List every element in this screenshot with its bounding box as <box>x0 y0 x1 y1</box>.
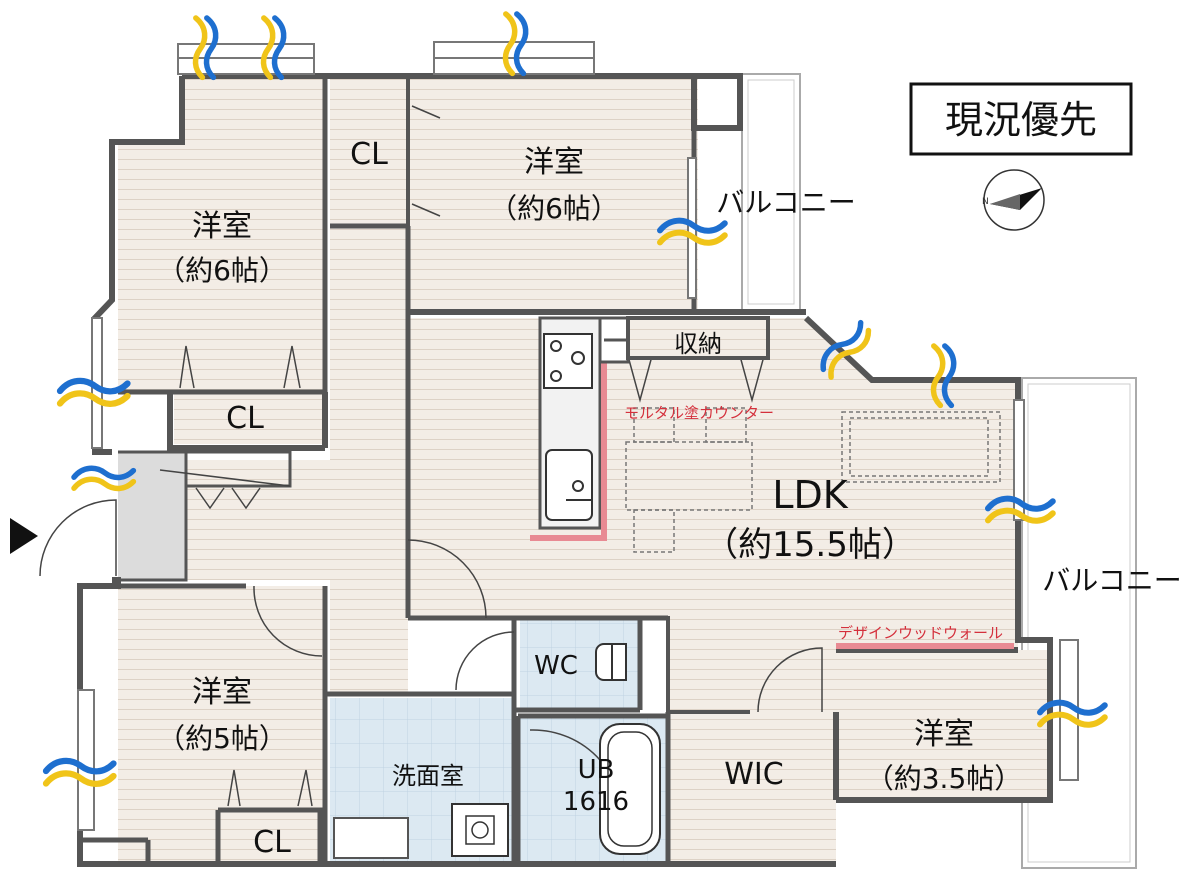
dining-set <box>625 407 1001 553</box>
sink-icon <box>545 449 593 521</box>
balcony-top-label: バルコニー <box>716 186 855 219</box>
room-size-western-bottom-right: （約3.5帖） <box>866 762 1023 795</box>
bathtub-icon <box>599 723 661 855</box>
room-name-closet-top: CL <box>350 137 388 172</box>
entrance-arrow-icon <box>10 518 38 554</box>
compass-icon: N <box>982 169 1045 231</box>
room-name-closet-left: CL <box>226 401 264 436</box>
room-name-western-top-center: 洋室 <box>524 145 584 180</box>
room-name-western-top-left: 洋室 <box>192 209 252 244</box>
room-size-ldk: （約15.5帖） <box>704 525 916 565</box>
room-labels: 洋室 （約6帖） CL 洋室 （約6帖） CL 収納 LDK （約15.5帖） … <box>157 137 1182 860</box>
stove-icon <box>543 333 593 389</box>
windows <box>77 41 1079 831</box>
room-name-wc: WC <box>534 651 578 681</box>
balcony-right-label: バルコニー <box>1042 564 1181 597</box>
washbasin-icon <box>451 803 509 857</box>
toilet-icon <box>595 643 627 681</box>
room-name-ldk: LDK <box>772 473 848 517</box>
design-wood-wall-annotation: デザインウッドウォール <box>838 624 1003 642</box>
room-size-bath: 1616 <box>563 787 629 817</box>
status-badge: 現況優先 <box>909 82 1133 156</box>
room-name-wic: WIC <box>724 757 783 792</box>
room-name-closet-bottom: CL <box>253 825 291 860</box>
status-badge-text: 現況優先 <box>945 98 1097 142</box>
room-name-washroom: 洗面室 <box>392 762 464 790</box>
room-name-western-bottom-right: 洋室 <box>914 717 974 752</box>
mortar-counter-annotation: モルタル塗カウンター <box>624 404 774 422</box>
room-name-western-bottom-left: 洋室 <box>192 675 252 710</box>
doors <box>39 105 823 807</box>
walls <box>77 73 1053 867</box>
room-name-storage: 収納 <box>674 330 722 358</box>
room-name-bath: UB <box>578 755 615 785</box>
room-size-western-top-center: （約6帖） <box>489 192 619 225</box>
room-size-western-bottom-left: （約5帖） <box>157 722 287 755</box>
svg-text:N: N <box>982 197 989 207</box>
washing-machine-pan <box>333 817 409 859</box>
room-size-western-top-left: （約6帖） <box>157 254 287 287</box>
balcony-top <box>741 73 801 311</box>
